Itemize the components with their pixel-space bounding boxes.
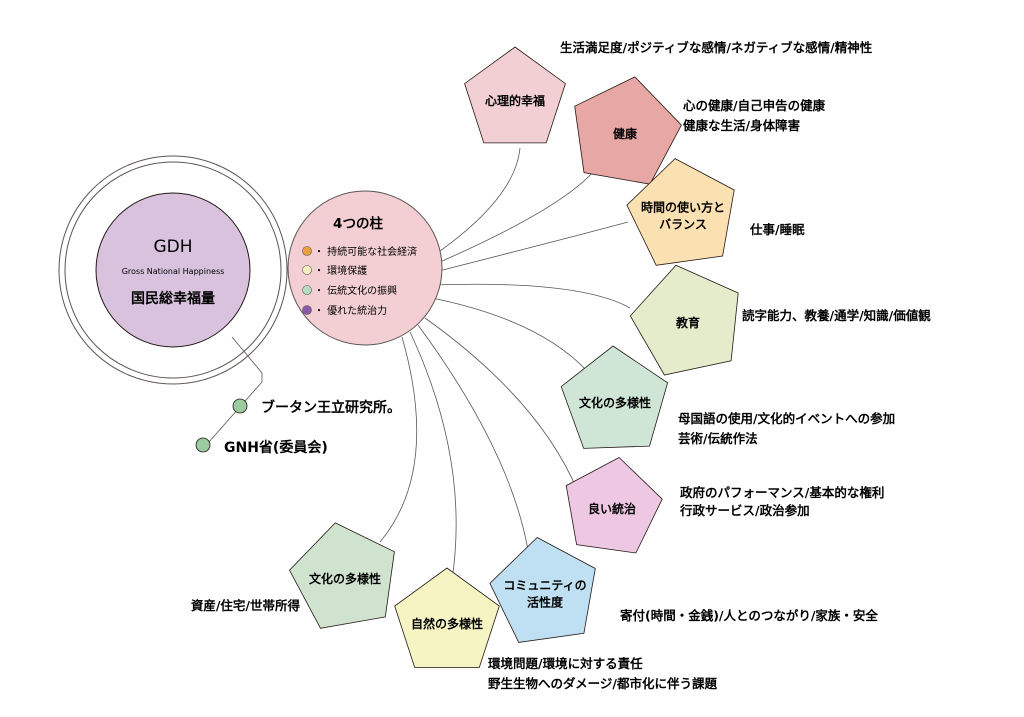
domain-desc-cultural-diversity: 母国語の使用/文化的イベントへの参加 [678, 411, 895, 426]
domain-desc-living-standards: 資産/住宅/世帯所得 [191, 598, 301, 613]
connector-good-governance [424, 317, 579, 493]
pillar-label-3: ・ 優れた統治力 [314, 304, 387, 317]
connector-gdh-institutions [207, 336, 263, 444]
domain-label-psychological: 心理的幸福 [485, 93, 545, 108]
domain-label-education: 教育 [675, 315, 700, 330]
connector-education [433, 283, 631, 309]
domain-desc-ecological-diversity: 環境問題/環境に対する責任 [488, 656, 643, 671]
domain-desc-cultural-diversity: 芸術/伝統作法 [678, 431, 758, 446]
domain-desc-education: 読字能力、教養/通学/知識/価値観 [742, 308, 931, 323]
connector-ecological [409, 331, 457, 581]
institutions-group: ブータン王立研究所。 GNH省(委員会) [195, 398, 401, 456]
domain-desc-ecological-diversity: 野生生物へのダメージ/都市化に伴う課題 [488, 676, 717, 691]
domain-desc-health: 健康な生活/身体障害 [683, 118, 800, 133]
domain-pentagon-living-standards [289, 522, 395, 629]
domain-education: 教育 読字能力、教養/通学/知識/価値観 [629, 264, 931, 376]
gdh-inner-ring [64, 161, 282, 379]
pillar-dot-3 [302, 305, 312, 315]
domain-label-community-vitality: 活性度 [527, 595, 564, 610]
pillars-circle [287, 190, 443, 346]
institution-label-1: GNH省(委員会) [224, 439, 328, 456]
pillar-dot-1 [302, 265, 312, 275]
gdh-jp-name: 国民総幸福量 [131, 290, 215, 307]
domain-pentagon-ecological-diversity [394, 567, 500, 668]
domain-desc-psychological: 生活満足度/ポジティブな感情/ネガティブな感情/精神性 [560, 40, 873, 55]
connector-time-balance [434, 221, 629, 273]
gdh-subtitle: Gross National Happiness [122, 267, 225, 276]
domain-pentagon-education [629, 264, 739, 376]
domain-pentagon-health [574, 76, 682, 185]
connector-lines [207, 147, 631, 581]
domain-psychological: 心理的幸福 生活満足度/ポジティブな感情/ネガティブな感情/精神性 [464, 40, 873, 144]
domain-desc-good-governance: 行政サービス/政治参加 [679, 503, 810, 518]
connector-psychological [429, 147, 521, 259]
pillar-dot-2 [302, 285, 312, 295]
domain-pentagon-good-governance [565, 457, 663, 554]
pillar-label-0: ・ 持続可能な社会経済 [314, 245, 417, 258]
connector-cultural-diversity [431, 297, 589, 373]
domain-pentagon-cultural-diversity [560, 345, 669, 449]
domain-label-time-balance: バランス [659, 218, 707, 232]
pillars-title: 4つの柱 [333, 215, 383, 232]
domain-label-time-balance: 時間の使い方と [641, 200, 725, 215]
connector-health [432, 169, 596, 266]
domain-pentagon-psychological [464, 46, 566, 144]
pillar-dot-0 [302, 246, 312, 256]
institution-dot-0 [232, 398, 248, 414]
connector-community [417, 324, 529, 551]
gdh-outer-ring [58, 155, 288, 385]
domain-label-community-vitality: コミュニティの [503, 579, 586, 593]
pillar-label-1: ・ 環境保護 [314, 264, 367, 277]
domain-pentagon-community-vitality [489, 537, 596, 643]
pillar-label-2: ・ 伝統文化の振興 [314, 284, 397, 297]
domain-label-cultural-diversity: 文化の多様性 [579, 395, 651, 410]
domain-desc-health: 心の健康/自己申告の健康 [683, 98, 826, 113]
pillars-group: 4つの柱 ・ 持続可能な社会経済 ・ 環境保護 ・ 伝統文化の振興 ・ 優れた統… [287, 190, 443, 346]
domain-desc-community-vitality: 寄付(時間・金銭)/人とのつながり/家族・安全 [620, 608, 878, 623]
connector-living [379, 336, 418, 543]
domain-desc-time-balance: 仕事/睡眠 [749, 222, 805, 237]
domain-label-good-governance: 良い統治 [588, 501, 636, 516]
gdh-title: GDH [153, 237, 192, 257]
domain-label-ecological-diversity: 自然の多様性 [411, 616, 483, 631]
gdh-group: GDH Gross National Happiness 国民総幸福量 [58, 155, 288, 385]
domain-label-health: 健康 [613, 126, 638, 141]
domain-label-living-standards: 文化の多様性 [309, 571, 381, 586]
domain-desc-good-governance: 政府のパフォーマンス/基本的な権利 [680, 485, 884, 500]
institution-label-0: ブータン王立研究所。 [261, 399, 401, 416]
gdh-circle [95, 192, 251, 348]
institution-dot-1 [195, 437, 211, 453]
domain-pentagon-time-balance [626, 158, 735, 266]
